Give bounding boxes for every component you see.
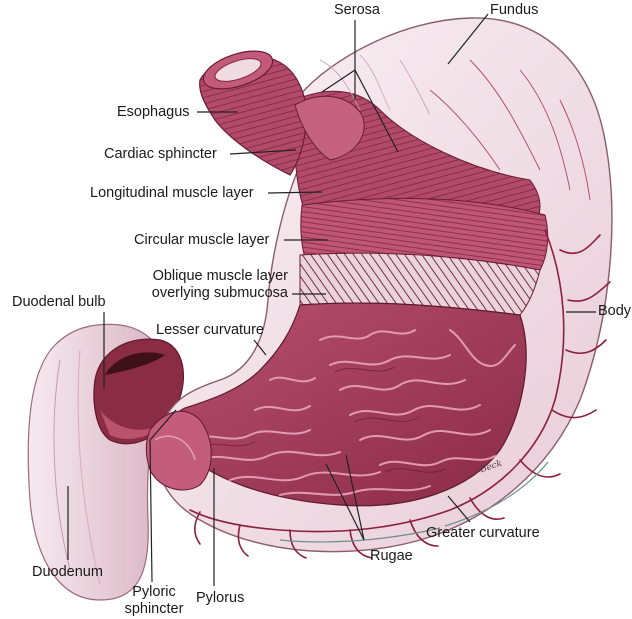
rugae-folds [189, 329, 516, 496]
label-pyloric-sphincter: Pyloric sphincter [118, 584, 190, 618]
label-pylorus: Pylorus [196, 590, 245, 606]
label-cardiac-sphincter: Cardiac sphincter [104, 146, 217, 162]
label-fundus: Fundus [490, 2, 539, 18]
label-oblique-muscle-layer: Oblique muscle layer overlying submucosa [108, 268, 288, 302]
label-esophagus: Esophagus [117, 104, 190, 120]
label-duodenum: Duodenum [32, 564, 103, 580]
cardiac-sphincter-shape [294, 95, 365, 161]
label-circular-muscle-layer: Circular muscle layer [134, 232, 270, 248]
label-body: Body [598, 303, 632, 319]
blood-vessels [189, 229, 611, 559]
pylorus-shape [145, 410, 212, 491]
label-pyloric-line2: sphincter [124, 601, 184, 617]
label-rugae: Rugae [370, 548, 413, 564]
label-lesser-curvature: Lesser curvature [156, 322, 264, 338]
label-pyloric-line1: Pyloric [132, 584, 176, 600]
label-serosa: Serosa [334, 2, 380, 18]
mucosa-interior-shape [169, 302, 527, 507]
leader-lines [67, 13, 596, 586]
label-longitudinal-muscle-layer: Longitudinal muscle layer [90, 185, 254, 201]
label-oblique-line1: Oblique muscle layer [152, 268, 288, 284]
label-duodenal-bulb: Duodenal bulb [12, 294, 106, 310]
label-greater-curvature: Greater curvature [426, 525, 540, 541]
label-oblique-line2: overlying submucosa [151, 285, 288, 301]
